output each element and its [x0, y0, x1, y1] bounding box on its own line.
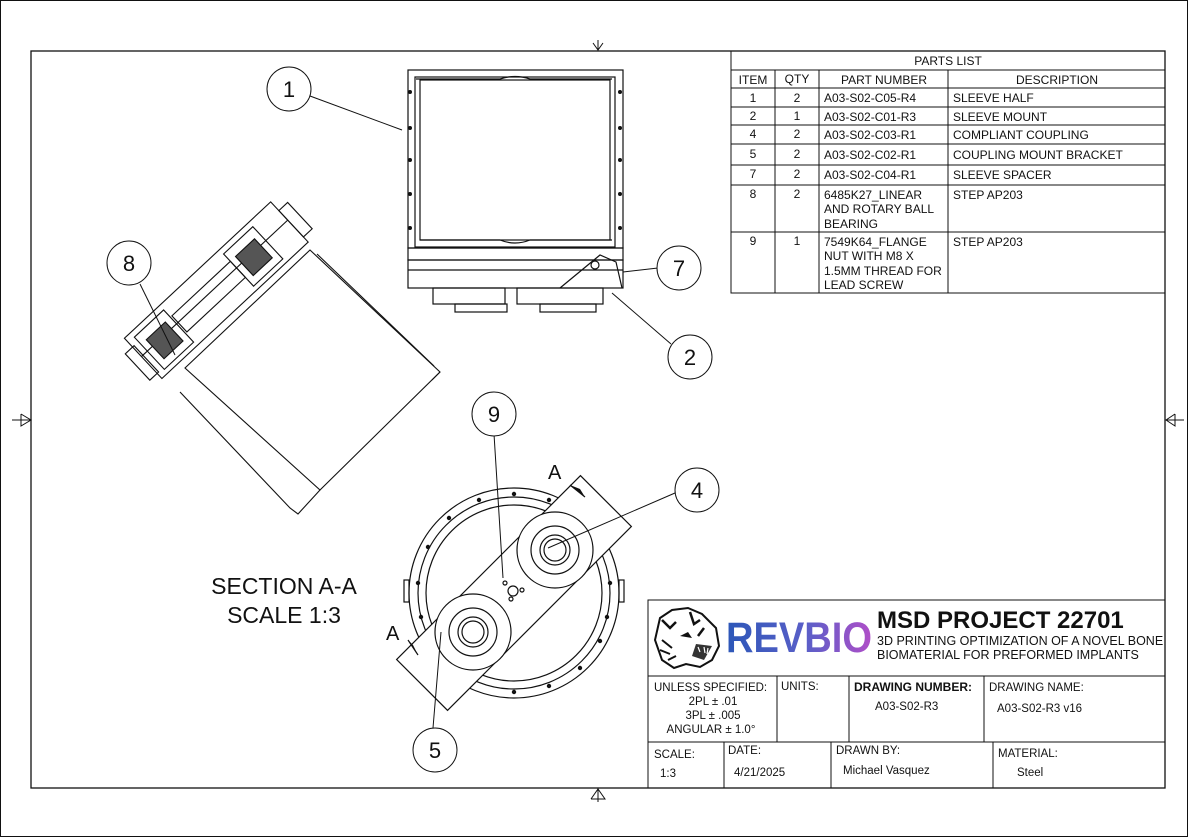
svg-text:1: 1 [750, 91, 757, 105]
svg-text:STEP AP203: STEP AP203 [953, 188, 1023, 202]
table-row: 5 2 A03-S02-C02-R1 COUPLING MOUNT BRACKE… [750, 147, 1124, 162]
svg-text:SLEEVE SPACER: SLEEVE SPACER [953, 168, 1052, 182]
top-view-sleeve [407, 69, 624, 313]
section-label-scale: SCALE 1:3 [227, 602, 341, 628]
svg-text:COMPLIANT COUPLING: COMPLIANT COUPLING [953, 128, 1089, 142]
svg-text:2: 2 [794, 91, 801, 105]
balloon-4: 4 [674, 467, 720, 513]
col-header-description: DESCRIPTION [1016, 73, 1098, 87]
svg-text:STEP AP203: STEP AP203 [953, 235, 1023, 249]
svg-text:A03-S02-C02-R1: A03-S02-C02-R1 [824, 148, 916, 162]
revbio-logo: REVBIO [726, 614, 872, 662]
svg-text:BEARING: BEARING [824, 217, 878, 231]
tolerance-angular: ANGULAR ± 1.0° [667, 724, 756, 736]
svg-text:2: 2 [794, 127, 801, 141]
date-value: 4/21/2025 [734, 767, 785, 779]
section-view-a-a [395, 474, 633, 712]
svg-text:2: 2 [750, 109, 757, 123]
balloon-leaders [139, 95, 676, 729]
svg-text:9: 9 [750, 234, 757, 248]
drawn-by-label: DRAWN BY: [836, 745, 900, 757]
drawing-name-value: A03-S02-R3 v16 [997, 703, 1082, 715]
parts-list-title: PARTS LIST [914, 54, 982, 68]
project-subtitle-line1: 3D PRINTING OPTIMIZATION OF A NOVEL BONE [877, 634, 1163, 648]
project-title: MSD PROJECT 22701 [877, 607, 1124, 634]
title-block: REVBIO MSD PROJECT 22701 3D PRINTING OPT… [647, 599, 1166, 789]
svg-text:6485K27_LINEAR: 6485K27_LINEAR [824, 188, 922, 202]
tolerance-3pl: 3PL ± .005 [685, 710, 740, 722]
tolerance-label: UNLESS SPECIFIED: [654, 682, 767, 694]
date-label: DATE: [728, 745, 761, 757]
drawing-number-label: DRAWING NUMBER: [854, 680, 972, 694]
svg-text:7: 7 [750, 167, 757, 181]
svg-text:SLEEVE HALF: SLEEVE HALF [953, 91, 1034, 105]
svg-text:2: 2 [794, 187, 801, 201]
svg-text:9: 9 [488, 402, 500, 427]
svg-text:2: 2 [794, 167, 801, 181]
col-header-item: ITEM [739, 73, 768, 87]
center-marks [12, 40, 1184, 802]
table-row: 9 1 7549K64_FLANGE NUT WITH M8 X 1.5MM T… [750, 234, 1023, 292]
svg-text:LEAD SCREW: LEAD SCREW [824, 278, 904, 292]
material-label: MATERIAL: [998, 748, 1058, 760]
svg-text:1.5MM THREAD FOR: 1.5MM THREAD FOR [824, 264, 942, 278]
svg-text:8: 8 [123, 251, 135, 276]
tolerance-2pl: 2PL ± .01 [689, 696, 738, 708]
balloon-1: 1 [266, 66, 312, 112]
col-header-part-number: PART NUMBER [841, 73, 927, 87]
section-marker-bottom: A [386, 623, 400, 645]
svg-text:COUPLING MOUNT BRACKET: COUPLING MOUNT BRACKET [953, 148, 1123, 162]
isometric-view-assembly [123, 201, 441, 515]
scale-value: 1:3 [660, 768, 676, 780]
svg-text:7: 7 [673, 256, 685, 281]
table-row: 2 1 A03-S02-C01-R3 SLEEVE MOUNT [750, 109, 1048, 124]
svg-text:5: 5 [750, 147, 757, 161]
svg-text:2: 2 [794, 147, 801, 161]
svg-text:A03-S02-C05-R4: A03-S02-C05-R4 [824, 91, 916, 105]
balloon-2: 2 [667, 334, 713, 380]
svg-text:AND ROTARY BALL: AND ROTARY BALL [824, 202, 934, 216]
svg-text:1: 1 [794, 109, 801, 123]
svg-text:7549K64_FLANGE: 7549K64_FLANGE [824, 235, 927, 249]
svg-text:1: 1 [283, 77, 295, 102]
svg-text:5: 5 [429, 738, 441, 763]
drawing-number-value: A03-S02-R3 [875, 701, 938, 713]
parts-list-table: PARTS LIST ITEM QTY PART NUMBER DESCRIPT… [730, 50, 1166, 294]
svg-text:A03-S02-C01-R3: A03-S02-C01-R3 [824, 110, 916, 124]
svg-text:4: 4 [691, 478, 703, 503]
svg-text:SLEEVE MOUNT: SLEEVE MOUNT [953, 110, 1048, 124]
svg-text:2: 2 [684, 345, 696, 370]
balloon-9: 9 [471, 391, 517, 437]
material-value: Steel [1017, 767, 1043, 779]
svg-text:4: 4 [750, 127, 757, 141]
section-marker-top: A [548, 462, 562, 484]
section-cut-indicators: A A [386, 462, 586, 656]
svg-text:8: 8 [750, 187, 757, 201]
svg-text:A03-S02-C04-R1: A03-S02-C04-R1 [824, 168, 916, 182]
table-row: 1 2 A03-S02-C05-R4 SLEEVE HALF [750, 91, 1034, 105]
project-subtitle-line2: BIOMATERIAL FOR PREFORMED IMPLANTS [877, 648, 1139, 662]
units-label: UNITS: [781, 681, 819, 693]
table-row: 7 2 A03-S02-C04-R1 SLEEVE SPACER [750, 167, 1052, 182]
drawn-by-value: Michael Vasquez [843, 765, 930, 777]
svg-text:1: 1 [794, 234, 801, 248]
balloon-7: 7 [656, 245, 702, 291]
tiger-mascot-logo [653, 606, 721, 670]
table-row: 8 2 6485K27_LINEAR AND ROTARY BALL BEARI… [750, 187, 1023, 231]
svg-text:A03-S02-C03-R1: A03-S02-C03-R1 [824, 128, 916, 142]
section-label-title: SECTION A-A [211, 573, 357, 599]
balloon-5: 5 [412, 727, 458, 773]
drawing-name-label: DRAWING NAME: [989, 682, 1084, 694]
table-row: 4 2 A03-S02-C03-R1 COMPLIANT COUPLING [750, 127, 1089, 142]
balloon-8: 8 [106, 240, 152, 286]
col-header-qty: QTY [785, 72, 810, 86]
svg-text:NUT WITH M8 X: NUT WITH M8 X [824, 249, 914, 263]
scale-label: SCALE: [654, 749, 695, 761]
